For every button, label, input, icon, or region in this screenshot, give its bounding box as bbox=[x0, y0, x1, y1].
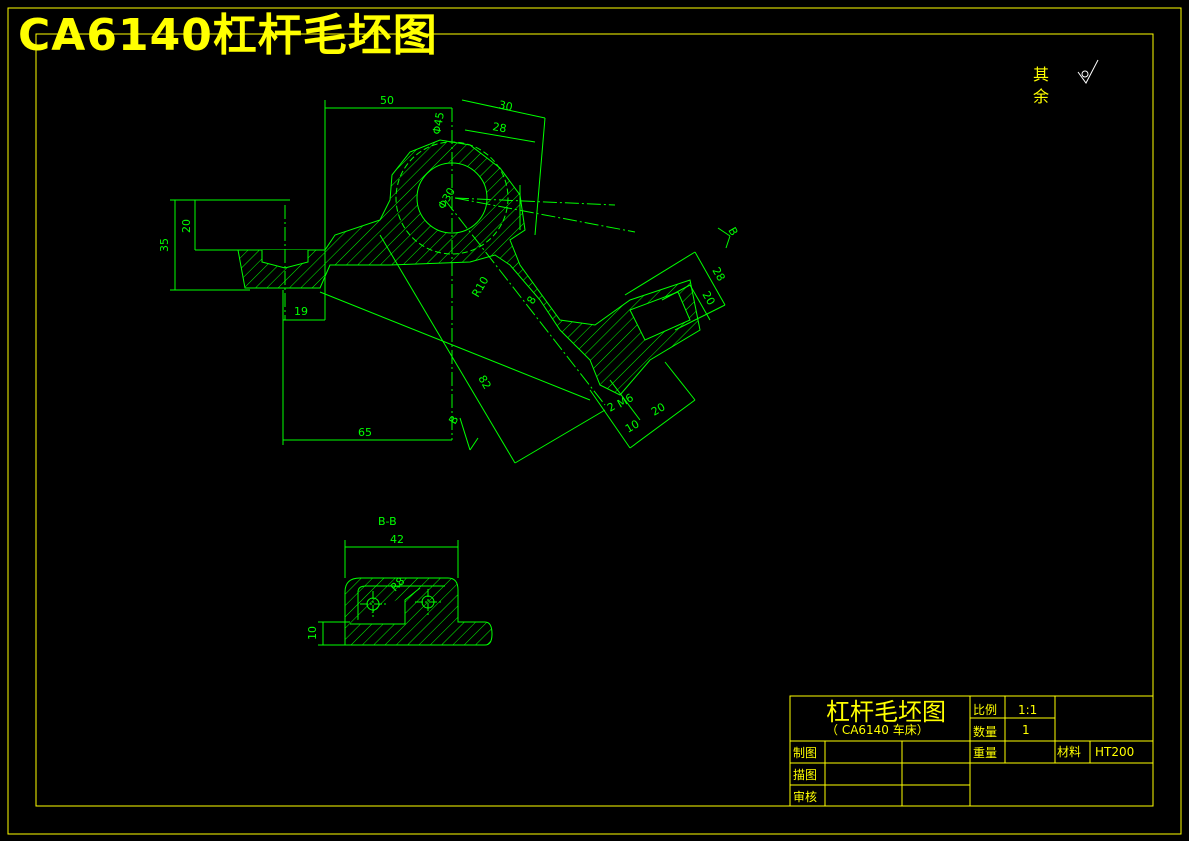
dim-phi45: Φ45 bbox=[430, 111, 447, 136]
section-bb-body bbox=[344, 577, 493, 646]
dim-10-section: 10 bbox=[306, 626, 319, 640]
dim-65: 65 bbox=[358, 426, 372, 439]
lever-arm-body bbox=[237, 139, 701, 396]
main-view bbox=[170, 99, 731, 464]
section-mark-bottom: B bbox=[446, 413, 461, 426]
scale-value: 1:1 bbox=[1018, 703, 1038, 717]
dim-20-bottom: 20 bbox=[649, 400, 668, 418]
drawing-title: CA6140杠杆毛坯图 bbox=[18, 10, 438, 61]
dim-19: 19 bbox=[294, 305, 308, 318]
weight-label: 重量 bbox=[973, 746, 998, 760]
dim-20-left: 20 bbox=[180, 219, 193, 233]
qty-value: 1 bbox=[1022, 723, 1030, 737]
roughness-symbol-icon bbox=[1077, 59, 1099, 84]
dim-50: 50 bbox=[380, 94, 394, 107]
part-name: 杠杆毛坯图 bbox=[826, 698, 946, 726]
qty-label: 数量 bbox=[973, 725, 998, 739]
roughness-note: 其 余 bbox=[1033, 64, 1049, 108]
section-mark-right: B bbox=[725, 225, 740, 238]
roughness-note-line-1: 其 bbox=[1033, 65, 1050, 84]
section-bb-label: B-B bbox=[378, 515, 397, 528]
dim-35: 35 bbox=[158, 238, 171, 252]
title-block bbox=[789, 695, 1154, 807]
dim-28-right: 28 bbox=[709, 265, 727, 284]
dim-10: 10 bbox=[623, 417, 642, 435]
part-subtitle: （ CA6140 车床） bbox=[826, 723, 929, 737]
dim-30: 30 bbox=[497, 98, 513, 114]
material-value: HT200 bbox=[1095, 745, 1135, 759]
dim-42: 42 bbox=[390, 533, 404, 546]
dim-28-top: 28 bbox=[491, 120, 507, 135]
scale-label: 比例 bbox=[973, 703, 998, 717]
roughness-note-line-2: 余 bbox=[1033, 87, 1050, 106]
outer-frame bbox=[7, 7, 1182, 835]
dim-20-right: 20 bbox=[699, 289, 717, 308]
material-label: 材料 bbox=[1057, 745, 1082, 759]
section-bb-view bbox=[318, 540, 493, 646]
checked-label: 审核 bbox=[793, 790, 818, 804]
dim-r10: R10 bbox=[469, 274, 491, 299]
dim-82: 82 bbox=[475, 373, 493, 392]
drawn-label: 制图 bbox=[793, 746, 818, 760]
traced-label: 描图 bbox=[793, 768, 818, 782]
inner-frame bbox=[35, 33, 1154, 807]
